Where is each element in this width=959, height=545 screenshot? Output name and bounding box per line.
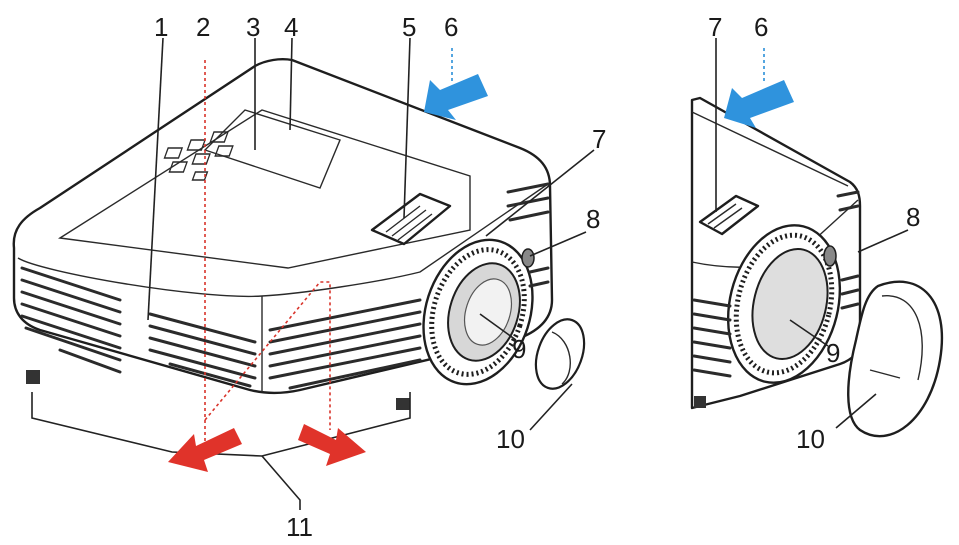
lens-cap-right bbox=[847, 280, 944, 438]
blue-arrow-icon bbox=[424, 74, 488, 120]
lens-barrel bbox=[422, 238, 534, 386]
callout-4: 4 bbox=[284, 12, 298, 42]
callout-1: 1 bbox=[154, 12, 168, 42]
callout-10: 10 bbox=[496, 424, 525, 454]
control-panel bbox=[163, 109, 341, 189]
red-arrow-icon bbox=[168, 428, 242, 472]
closeup-callout-7: 7 bbox=[708, 12, 722, 42]
blue-arrow-icon bbox=[724, 80, 794, 128]
closeup-grille bbox=[692, 190, 860, 378]
callout-8: 8 bbox=[586, 204, 600, 234]
vent-grille-left bbox=[20, 266, 257, 388]
foot-right bbox=[396, 398, 410, 410]
callout-6: 6 bbox=[444, 12, 458, 42]
closeup-callout-8: 8 bbox=[906, 202, 920, 232]
callout-7: 7 bbox=[592, 124, 606, 154]
lens-cap-left bbox=[534, 318, 586, 390]
closeup-callout-10: 10 bbox=[796, 424, 825, 454]
projector-left-view: 1 2 3 4 5 6 7 8 9 10 11 bbox=[12, 12, 606, 542]
callout-2: 2 bbox=[196, 12, 210, 42]
closeup-ir-receiver bbox=[823, 245, 837, 267]
closeup-callout-9: 9 bbox=[826, 338, 840, 368]
callout-3: 3 bbox=[246, 12, 260, 42]
callout-5: 5 bbox=[402, 12, 416, 42]
closeup-lens bbox=[726, 224, 842, 384]
closeup-callout-6: 6 bbox=[754, 12, 768, 42]
ir-receiver bbox=[521, 248, 535, 268]
red-arrow-icon bbox=[298, 424, 366, 466]
foot-left bbox=[26, 370, 40, 384]
callout-9: 9 bbox=[512, 334, 526, 364]
callout-11: 11 bbox=[286, 512, 313, 542]
vent-grille-right bbox=[268, 182, 550, 390]
projector-right-closeup: 7 6 8 9 10 bbox=[690, 12, 944, 454]
